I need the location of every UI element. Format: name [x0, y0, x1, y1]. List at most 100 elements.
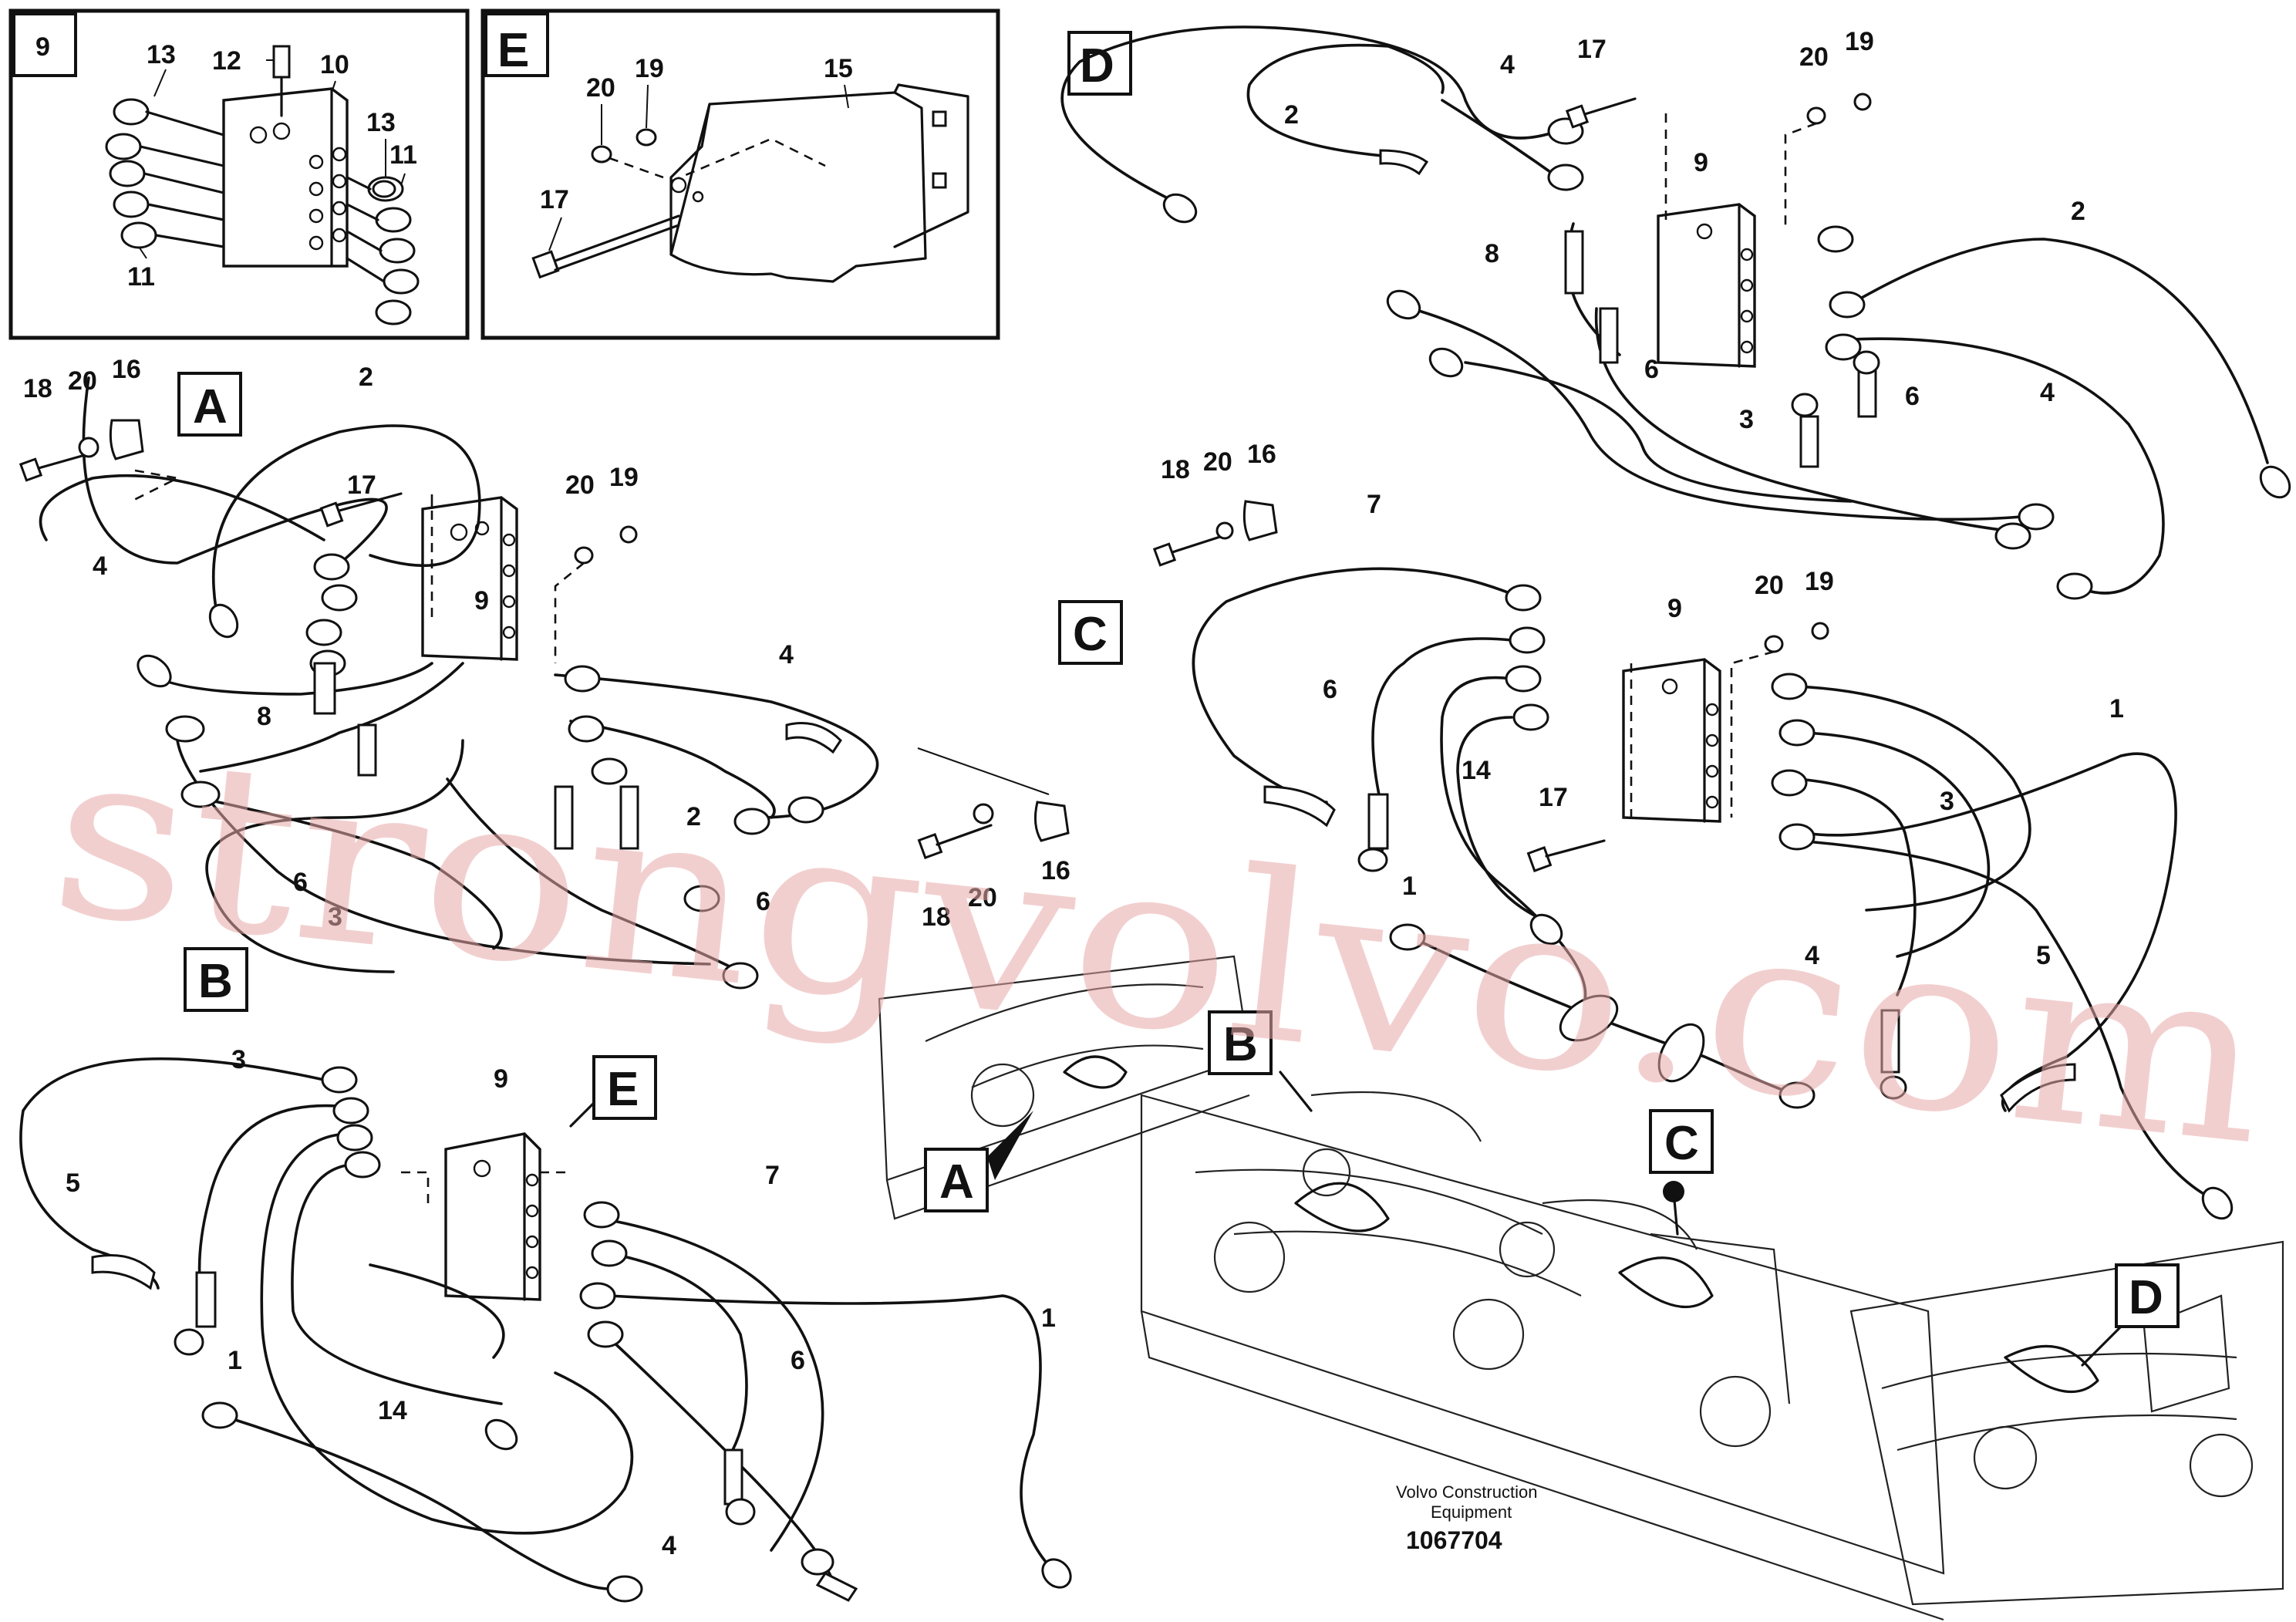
footer: Volvo Construction Equipment 1067704 — [1396, 1482, 1537, 1554]
callout-7: 7 — [765, 1161, 780, 1190]
callout-19: 19 — [1845, 27, 1874, 56]
overview-B-tag: B — [1223, 1018, 1258, 1071]
view-B-E-marker: E — [607, 1063, 639, 1116]
inset-E-tag-box — [484, 12, 549, 77]
footer-doc-number: 1067704 — [1406, 1526, 1502, 1554]
view-C: C — [1058, 440, 2234, 1220]
overview-D-box — [2115, 1263, 2180, 1328]
footer-company-line2: Equipment — [1431, 1502, 1512, 1522]
callout-13: 13 — [147, 40, 176, 69]
overview-D-tag: D — [2129, 1271, 2163, 1324]
callout-17: 17 — [540, 185, 569, 214]
callout-11: 11 — [127, 262, 155, 292]
view-B: B E — [19, 947, 1072, 1603]
view-B-fittings — [91, 1066, 1072, 1603]
callout-6: 6 — [1905, 382, 1920, 411]
callout-18: 18 — [922, 902, 951, 932]
callout-20: 20 — [1755, 571, 1784, 600]
view-B-tag: B — [198, 955, 233, 1008]
inset-E-panel: E 20 19 15 17 — [480, 8, 1000, 340]
callout-2: 2 — [359, 363, 373, 392]
callout-4: 4 — [1500, 50, 1515, 79]
inset-E-tag: E — [497, 24, 529, 77]
view-B-E-marker-box — [592, 1055, 657, 1120]
callout-18: 18 — [1161, 455, 1190, 484]
callout-17: 17 — [1577, 35, 1607, 64]
callout-4: 4 — [662, 1531, 676, 1560]
callout-8: 8 — [257, 702, 271, 731]
callout-1: 1 — [1402, 872, 1417, 901]
callout-14: 14 — [1462, 756, 1491, 785]
view-A-tag: A — [193, 380, 228, 433]
callout-16: 16 — [1247, 440, 1276, 469]
callout-3: 3 — [328, 902, 342, 932]
callout-10: 10 — [320, 50, 349, 79]
watermark: strongvolvo.com — [41, 697, 2278, 1197]
callout-2: 2 — [686, 802, 701, 831]
callout-17: 17 — [1539, 783, 1568, 812]
callout-7: 7 — [1367, 490, 1381, 519]
callout-9: 9 — [1694, 148, 1708, 177]
view-D-tag: D — [1080, 39, 1114, 93]
callout-17: 17 — [347, 470, 376, 500]
callout-20: 20 — [1203, 447, 1232, 477]
callout-4: 4 — [1805, 941, 1819, 970]
footer-company-line1: Volvo Construction — [1396, 1482, 1537, 1502]
callout-6: 6 — [791, 1346, 805, 1375]
callout-20: 20 — [565, 470, 595, 500]
view-A-tag-box — [177, 372, 242, 437]
view-D: D — [1060, 25, 2291, 600]
callout-5: 5 — [66, 1168, 80, 1198]
callout-6: 6 — [1323, 675, 1337, 704]
inset-9-tag: 9 — [35, 32, 50, 62]
view-A-fittings — [137, 553, 842, 990]
callout-20: 20 — [1799, 42, 1829, 72]
inset-9-panel: 9 — [8, 8, 470, 340]
view-A: A — [19, 355, 1070, 990]
callout-3: 3 — [1940, 787, 1954, 816]
overview-B-box — [1208, 1010, 1273, 1075]
callout-2: 2 — [1284, 100, 1299, 130]
callout-1: 1 — [228, 1346, 242, 1375]
callout-3: 3 — [1739, 405, 1754, 434]
view-B-tag-box — [184, 947, 248, 1012]
callout-6: 6 — [1644, 355, 1659, 384]
callout-8: 8 — [1485, 239, 1499, 268]
callout-4: 4 — [779, 640, 794, 669]
callout-19: 19 — [635, 54, 664, 83]
callout-1: 1 — [2109, 694, 2124, 723]
callout-14: 14 — [378, 1396, 407, 1425]
overview-C-tag: C — [1664, 1117, 1699, 1170]
callout-9: 9 — [1667, 594, 1682, 623]
callout-2: 2 — [2071, 197, 2085, 226]
callout-20: 20 — [968, 883, 997, 912]
callout-9: 9 — [474, 586, 489, 615]
inset-9-left-fittings — [105, 98, 225, 249]
callout-20: 20 — [586, 73, 615, 103]
overview-A-tag: A — [939, 1155, 974, 1209]
callout-9: 9 — [494, 1064, 508, 1094]
view-C-tag: C — [1073, 608, 1108, 661]
callout-3: 3 — [231, 1045, 246, 1074]
inset-9-right-fittings — [346, 176, 420, 325]
machine-overview: A B C D — [878, 955, 2284, 1621]
callout-19: 19 — [1805, 567, 1834, 596]
view-C-fittings — [1263, 584, 2234, 1220]
callout-20: 20 — [68, 366, 97, 396]
callout-16: 16 — [112, 355, 141, 384]
callout-1: 1 — [1041, 1303, 1056, 1333]
callout-13: 13 — [366, 108, 396, 137]
callout-4: 4 — [93, 551, 107, 581]
overview-C-box — [1649, 1109, 1714, 1174]
callout-6: 6 — [756, 887, 770, 916]
callout-6: 6 — [293, 868, 308, 897]
callout-15: 15 — [824, 54, 853, 83]
callout-12: 12 — [212, 46, 241, 76]
callout-5: 5 — [2036, 941, 2051, 970]
view-C-tag-box — [1058, 600, 1123, 665]
callout-18: 18 — [23, 374, 52, 403]
overview-A-box — [924, 1148, 989, 1212]
callout-19: 19 — [609, 463, 639, 492]
